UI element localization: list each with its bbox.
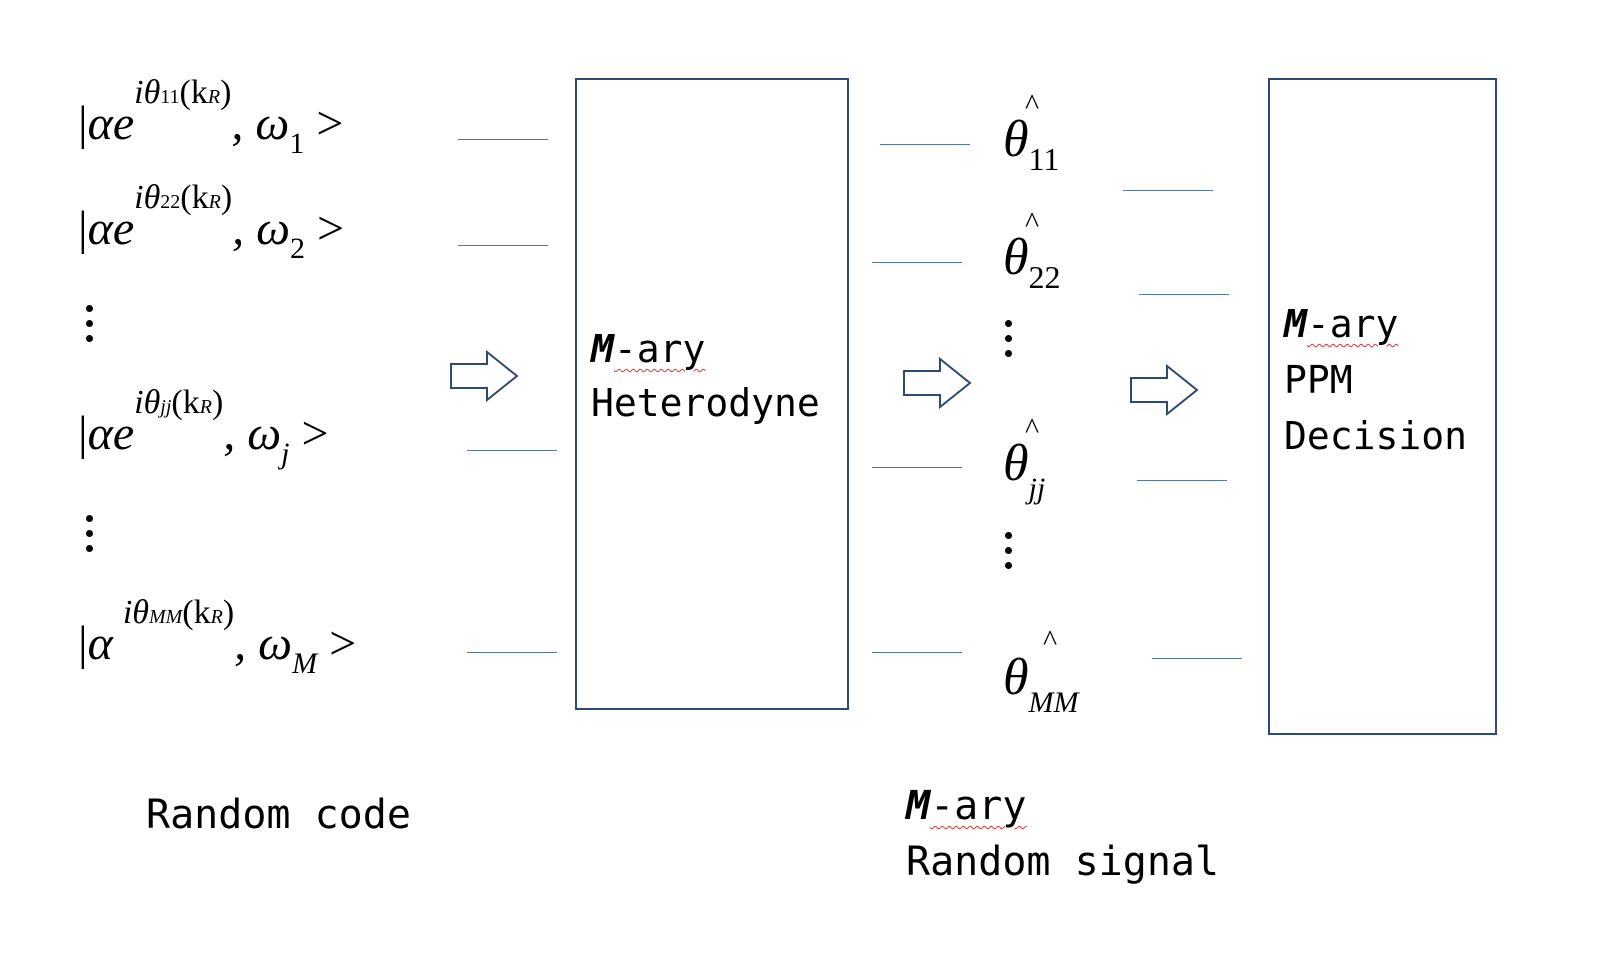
input-state-2: |αeiθ22(kR), ω2 > (78, 179, 345, 265)
right-arrow-icon (903, 357, 972, 409)
ppm-decision-label: M-ary PPM Decision (1284, 302, 1468, 458)
decision-line-2 (1139, 294, 1229, 295)
ppm-decision-box: M-ary PPM Decision (1268, 78, 1497, 735)
decision-line-1 (1123, 190, 1213, 191)
theta-hat-jj: ^ θjj (1003, 412, 1046, 505)
output-line-2 (872, 262, 962, 263)
decision-line-j (1137, 480, 1227, 481)
decision-line-M (1152, 658, 1242, 659)
input-state-j: |αeiθjj(kR), ωj > (78, 384, 329, 470)
input-line-2 (458, 245, 548, 246)
output-line-j (872, 467, 962, 468)
random-code-caption: Random code (146, 792, 411, 838)
right-arrow-icon (1130, 364, 1199, 416)
input-line-M (467, 652, 557, 653)
output-ellipsis-1 (1005, 320, 1013, 365)
heterodyne-box: M-ary Heterodyne (575, 78, 849, 710)
input-state-1: |αeiθ11(kR), ω1 > (78, 74, 344, 160)
right-arrow-icon (450, 350, 519, 402)
theta-hat-MM: ^ θMM (1003, 624, 1079, 719)
input-state-M: |αiθMM(kR), ωM > (78, 594, 357, 680)
input-line-1 (458, 139, 548, 140)
theta-hat-22: ^ θ22 (1003, 206, 1061, 295)
output-line-M (872, 652, 962, 653)
output-ellipsis-2 (1005, 532, 1013, 577)
output-line-1 (880, 144, 970, 145)
heterodyne-label: M-ary Heterodyne (591, 327, 820, 425)
theta-hat-11: ^ θ11 (1003, 88, 1060, 177)
input-line-j (467, 450, 557, 451)
input-ellipsis-2 (86, 515, 94, 560)
input-ellipsis-1 (86, 305, 94, 350)
random-signal-caption: M-ary Random signal (906, 783, 1220, 885)
